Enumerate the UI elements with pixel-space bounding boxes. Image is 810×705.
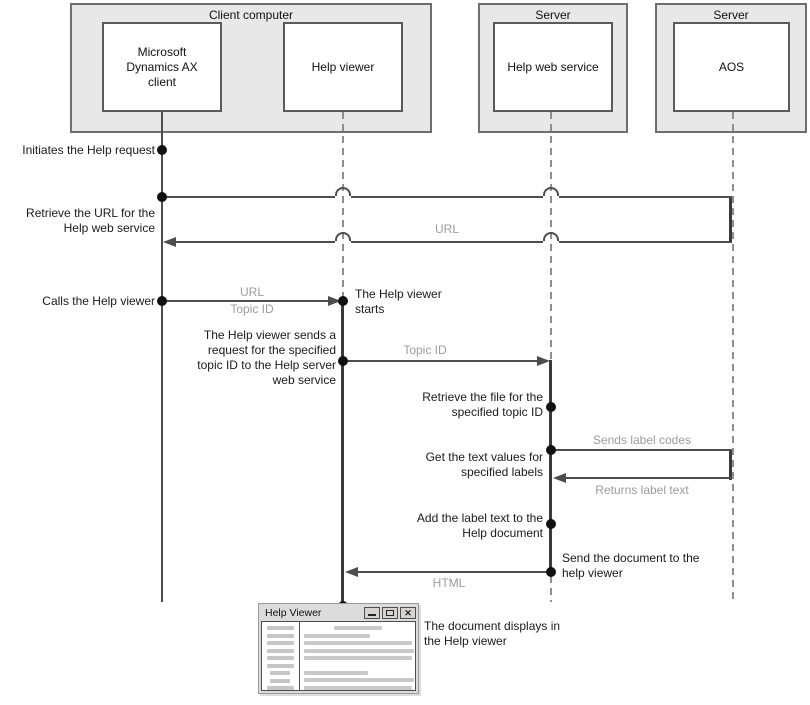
message-line-returns-label-text <box>566 477 732 479</box>
placeholder-text-line <box>267 663 294 668</box>
step-help-viewer-starts: The Help viewer starts <box>355 287 442 316</box>
placeholder-text-line <box>267 686 294 690</box>
event-dot <box>157 145 167 155</box>
message-line-html <box>358 571 551 573</box>
step-initiates-help-request: Initiates the Help request <box>22 143 155 157</box>
placeholder-text-line <box>304 633 370 638</box>
message-label-returns-label-text: Returns label text <box>595 483 689 497</box>
step-viewer-sends-request: The Help viewer sends a request for the … <box>197 328 336 387</box>
crossing-hop <box>543 232 559 241</box>
activation-help-viewer <box>341 300 344 606</box>
placeholder-text-line <box>267 656 294 660</box>
step-retrieve-file: Retrieve the file for the specified topi… <box>422 390 543 419</box>
event-dot <box>338 296 348 306</box>
window-doc-pane <box>300 622 415 690</box>
event-dot <box>546 519 556 529</box>
crossing-hop <box>335 232 351 241</box>
maximize-icon <box>386 610 394 616</box>
placeholder-text-line <box>304 648 414 653</box>
group-label: Server <box>535 8 571 22</box>
message-line-url-return <box>351 241 543 243</box>
lifeline-aos <box>732 112 734 600</box>
placeholder-text-line <box>304 670 368 675</box>
placeholder-gap <box>300 664 415 671</box>
arrowhead-right <box>328 296 341 306</box>
message-label-url: URL <box>239 285 264 299</box>
window-title: Help Viewer <box>265 607 322 619</box>
lifeline-dynamics-client <box>161 112 163 602</box>
message-label-sends-label-codes: Sends label codes <box>592 433 692 447</box>
minimize-icon <box>368 614 376 616</box>
arrowhead-right <box>537 356 550 366</box>
group-label: Server <box>713 8 749 22</box>
step-retrieve-url: Retrieve the URL for the Help web servic… <box>26 206 155 235</box>
message-line-sends-label-codes <box>552 449 732 451</box>
event-dot <box>546 445 556 455</box>
message-line-url-return <box>559 241 732 243</box>
maximize-button[interactable] <box>382 607 398 619</box>
crossing-hop <box>543 187 559 196</box>
group-label: Client computer <box>208 8 294 22</box>
node-help-viewer: Help viewer <box>283 22 403 112</box>
placeholder-text-line <box>267 626 294 630</box>
placeholder-text-line <box>267 641 294 645</box>
event-dot <box>338 356 348 366</box>
message-label-topic-id: Topic ID <box>230 302 274 316</box>
message-line-url-return <box>176 241 335 243</box>
placeholder-text-line <box>270 671 290 675</box>
placeholder-text-line <box>304 685 412 690</box>
event-dot <box>157 192 167 202</box>
node-help-web-service: Help web service <box>493 22 613 112</box>
placeholder-text-line <box>304 641 412 645</box>
step-add-label-text: Add the label text to the Help document <box>416 511 543 540</box>
lifeline-help-web-service-lower <box>550 576 552 602</box>
arrowhead-left <box>553 473 566 483</box>
node-aos: AOS <box>673 22 790 112</box>
placeholder-text-line <box>267 648 294 653</box>
message-line-calls-viewer <box>162 300 328 302</box>
message-line-retrieve-url <box>162 196 335 198</box>
arrowhead-left <box>345 567 358 577</box>
activation-help-web-service <box>549 360 552 576</box>
crossing-hop <box>335 187 351 196</box>
step-calls-help-viewer: Calls the Help viewer <box>42 294 155 308</box>
message-label-topic-id-send: Topic ID <box>403 343 447 357</box>
arrowhead-left <box>163 237 176 247</box>
help-viewer-window: Help Viewer ✕ <box>258 603 419 694</box>
step-send-document: Send the document to the help viewer <box>562 551 700 580</box>
message-label-url-return: URL <box>434 222 459 236</box>
activation-aos-labels <box>729 449 732 480</box>
lifeline-help-viewer <box>342 112 344 301</box>
window-titlebar[interactable]: Help Viewer ✕ <box>261 606 416 620</box>
window-nav-pane <box>262 622 300 690</box>
message-line-topic-id <box>344 360 537 362</box>
event-dot <box>546 567 556 577</box>
event-dot <box>546 402 556 412</box>
step-document-displays: The document displays in the Help viewer <box>424 619 561 648</box>
message-line-retrieve-url <box>559 196 732 198</box>
placeholder-text-line <box>267 633 294 638</box>
message-label-html: HTML <box>432 576 466 590</box>
minimize-button[interactable] <box>364 607 380 619</box>
activation-aos-url <box>729 196 732 243</box>
close-icon: ✕ <box>404 607 412 618</box>
close-button[interactable]: ✕ <box>400 607 416 619</box>
window-content <box>261 621 416 691</box>
placeholder-text-line <box>270 678 290 683</box>
event-dot <box>157 296 167 306</box>
placeholder-text-line <box>304 678 414 682</box>
placeholder-text-line <box>334 626 382 630</box>
message-line-retrieve-url <box>351 196 543 198</box>
node-dynamics-ax-client: Microsoft Dynamics AX client <box>102 22 222 112</box>
placeholder-text-line <box>304 656 412 660</box>
step-get-text-values: Get the text values for specified labels <box>425 450 543 479</box>
